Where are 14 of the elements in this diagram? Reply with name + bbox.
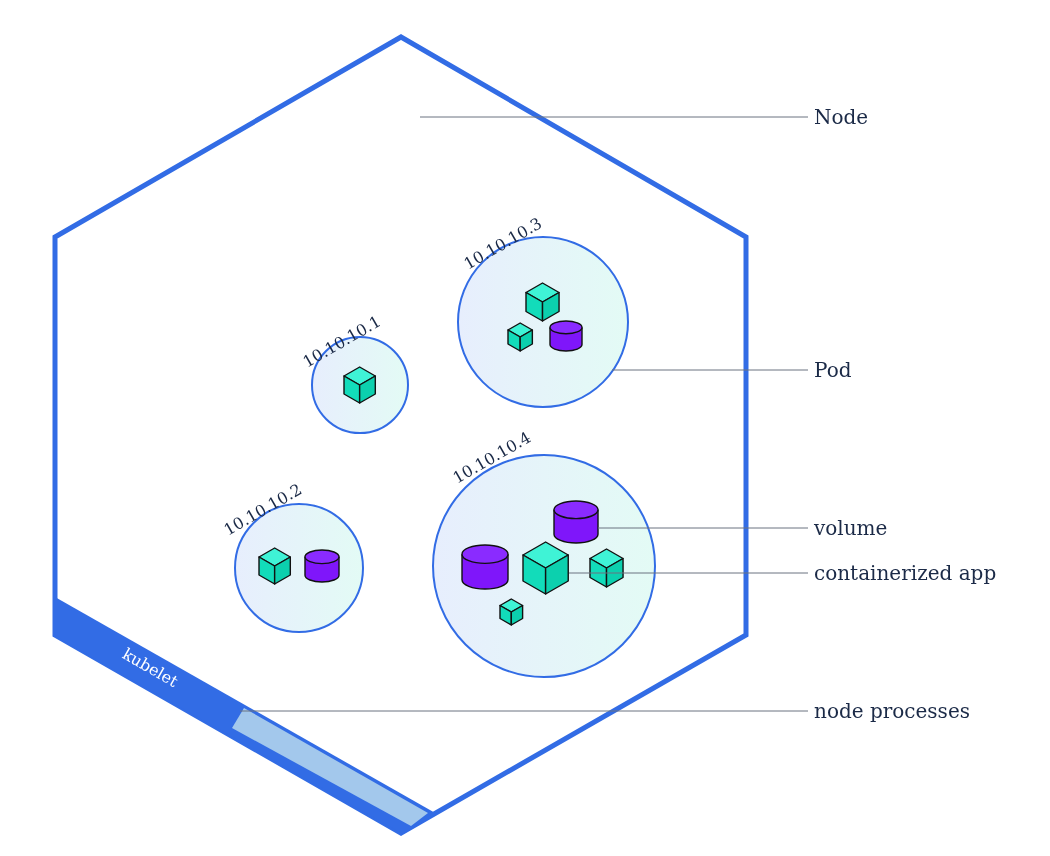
node-hexagon xyxy=(52,34,750,837)
process-band xyxy=(232,708,428,826)
volume-cylinder xyxy=(554,501,598,543)
leader-line xyxy=(568,572,809,574)
callout-label: volume xyxy=(808,516,888,540)
leader-line xyxy=(597,527,809,529)
leader-line xyxy=(239,710,809,712)
callout-label: Node xyxy=(808,105,869,129)
callout-label: node processes xyxy=(808,699,970,723)
callout-label: Pod xyxy=(808,358,852,382)
leader-line xyxy=(419,116,809,118)
leader-line xyxy=(611,369,809,371)
callout-label: containerized app xyxy=(808,561,997,585)
container-cube xyxy=(523,542,569,594)
